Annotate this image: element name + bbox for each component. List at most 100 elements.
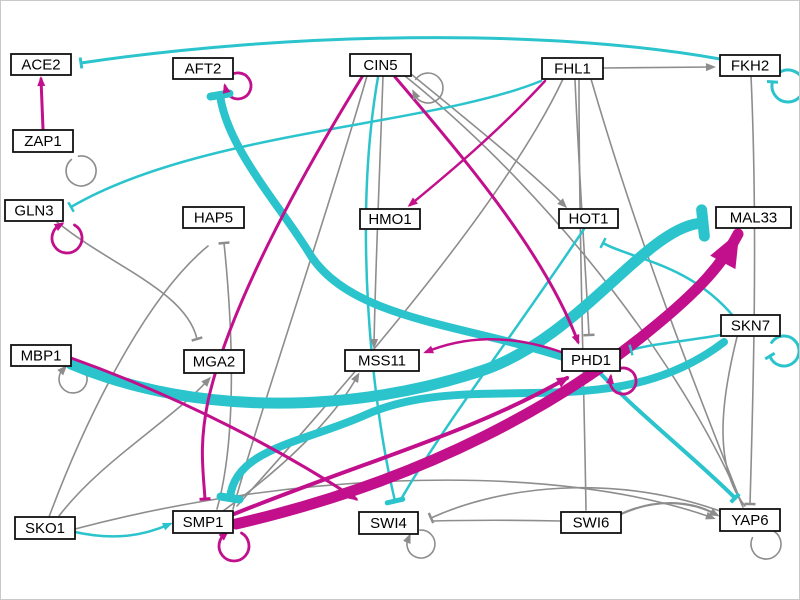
node-box-SWI4[interactable]	[358, 511, 419, 535]
node-SMP1[interactable]: SMP1	[172, 510, 234, 534]
node-label-CIN5: CIN5	[363, 57, 397, 74]
node-label-FHL1: FHL1	[554, 61, 591, 78]
node-label-ZAP1: ZAP1	[24, 133, 62, 150]
node-box-HMO1[interactable]	[359, 208, 421, 230]
arrowhead-phd1-mss11	[423, 345, 434, 354]
tbar-fhl1-gln3	[67, 201, 75, 213]
node-box-PHD1[interactable]	[561, 348, 621, 372]
edge-phd1-mss11	[424, 338, 563, 354]
arrowhead-mbp1-loop	[57, 365, 68, 376]
edge-fhl1-gln3	[69, 79, 543, 209]
node-SWI4[interactable]: SWI4	[358, 511, 419, 535]
node-CIN5[interactable]: CIN5	[349, 53, 412, 77]
node-box-HAP5[interactable]	[182, 206, 245, 229]
node-FHL1[interactable]: FHL1	[541, 57, 604, 80]
node-GLN3[interactable]: GLN3	[4, 199, 64, 222]
node-box-MBP1[interactable]	[10, 344, 72, 367]
node-SKN7[interactable]: SKN7	[720, 314, 781, 337]
node-box-HOT1[interactable]	[558, 208, 619, 229]
edge-gln3-loop	[50, 222, 84, 255]
node-MBP1[interactable]: MBP1	[10, 344, 72, 367]
node-label-HAP5: HAP5	[194, 210, 233, 227]
arrowhead-cin5-mss11	[370, 338, 379, 349]
edge-smp1-loop	[217, 531, 251, 563]
node-box-ACE2[interactable]	[10, 53, 72, 76]
node-box-SKO1[interactable]	[14, 516, 76, 540]
node-box-YAP6[interactable]	[719, 508, 781, 532]
node-box-AFT2[interactable]	[172, 57, 234, 80]
edge-fkh2-loop	[770, 68, 799, 104]
arrowhead-fhl1-fkh2	[705, 63, 716, 72]
arrowhead-smp1-mal33	[710, 231, 740, 270]
node-AFT2[interactable]: AFT2	[172, 57, 234, 80]
edge-cin5-hot1	[410, 73, 566, 207]
node-YAP6[interactable]: YAP6	[719, 508, 781, 532]
node-label-SWI4: SWI4	[370, 515, 407, 532]
edge-fkh2-ace2	[79, 36, 722, 65]
node-label-SKO1: SKO1	[25, 520, 65, 537]
arrowhead-sko1-smp1	[161, 522, 173, 531]
node-box-SMP1[interactable]	[172, 510, 234, 534]
node-box-ZAP1[interactable]	[12, 129, 74, 153]
edge-skn7-phd1	[629, 333, 723, 352]
node-box-FKH2[interactable]	[719, 54, 781, 77]
edge-phd1-loop	[608, 366, 638, 396]
arrowhead-swi6-yap6	[708, 508, 720, 517]
arrowhead-cin5-phd1	[571, 334, 580, 345]
node-box-GLN3[interactable]	[4, 199, 64, 222]
tbar-smp1-hap5	[218, 241, 230, 245]
node-SKO1[interactable]: SKO1	[14, 516, 76, 540]
node-label-HOT1: HOT1	[568, 211, 608, 228]
tbar-phd1-yap6	[729, 492, 741, 504]
edge-swi6-yap6	[619, 501, 719, 517]
node-FKH2[interactable]: FKH2	[719, 54, 781, 77]
node-box-MSS11[interactable]	[344, 349, 420, 372]
tbar-cin5-smp1-inhib	[199, 497, 211, 501]
node-MGA2[interactable]: MGA2	[183, 349, 245, 374]
node-label-YAP6: YAP6	[731, 512, 768, 529]
node-box-MGA2[interactable]	[183, 349, 245, 374]
edge-smp1-hap5	[216, 242, 233, 510]
node-ZAP1[interactable]: ZAP1	[12, 129, 74, 153]
inhibition-cap-phd1-aft2	[206, 89, 234, 101]
inhibition-cap-skn7-smp1	[216, 492, 244, 504]
edge-phd1-yap6	[596, 369, 737, 500]
node-HOT1[interactable]: HOT1	[558, 208, 619, 229]
node-label-MBP1: MBP1	[21, 348, 62, 365]
edge-fhl1-smp1	[236, 78, 564, 507]
edge-skn7-hot1	[601, 241, 736, 319]
node-box-SKN7[interactable]	[720, 314, 781, 337]
edge-yap6-swi4	[430, 486, 721, 519]
node-ACE2[interactable]: ACE2	[10, 53, 72, 76]
tbar-fhl1-phd1	[583, 333, 595, 337]
arrowhead-gln3-loop	[53, 222, 65, 231]
edge-yap6-loop	[750, 528, 782, 560]
node-label-PHD1: PHD1	[571, 352, 611, 369]
edge-mbp1-swi4	[69, 356, 358, 501]
edge-skn7-loop	[768, 334, 799, 368]
node-label-AFT2: AFT2	[185, 61, 222, 78]
node-HMO1[interactable]: HMO1	[359, 208, 421, 230]
node-PHD1[interactable]: PHD1	[561, 348, 621, 372]
node-HAP5[interactable]: HAP5	[182, 206, 245, 229]
node-box-SWI6[interactable]	[560, 511, 622, 534]
tbar-fkh2-loop	[766, 80, 779, 84]
tbar-skn7-phd1	[628, 344, 634, 356]
arrowhead-cin5-loop	[412, 89, 421, 100]
node-MAL33[interactable]: MAL33	[715, 206, 792, 229]
arrowhead-swi4-loop	[403, 533, 411, 545]
edge-smp1-mss11	[222, 374, 359, 512]
node-label-MGA2: MGA2	[193, 354, 236, 371]
node-MSS11[interactable]: MSS11	[344, 349, 420, 372]
node-label-SKN7: SKN7	[731, 318, 770, 335]
arrowhead-fhl1-hmo1	[407, 197, 418, 207]
arrowhead-cin5-hot1	[557, 198, 568, 209]
node-box-MAL33[interactable]	[715, 206, 792, 229]
node-box-CIN5[interactable]	[349, 53, 412, 77]
edge-cin5-yap6	[404, 75, 743, 506]
node-label-MAL33: MAL33	[730, 210, 778, 227]
node-box-FHL1[interactable]	[541, 57, 604, 80]
node-SWI6[interactable]: SWI6	[560, 511, 622, 534]
